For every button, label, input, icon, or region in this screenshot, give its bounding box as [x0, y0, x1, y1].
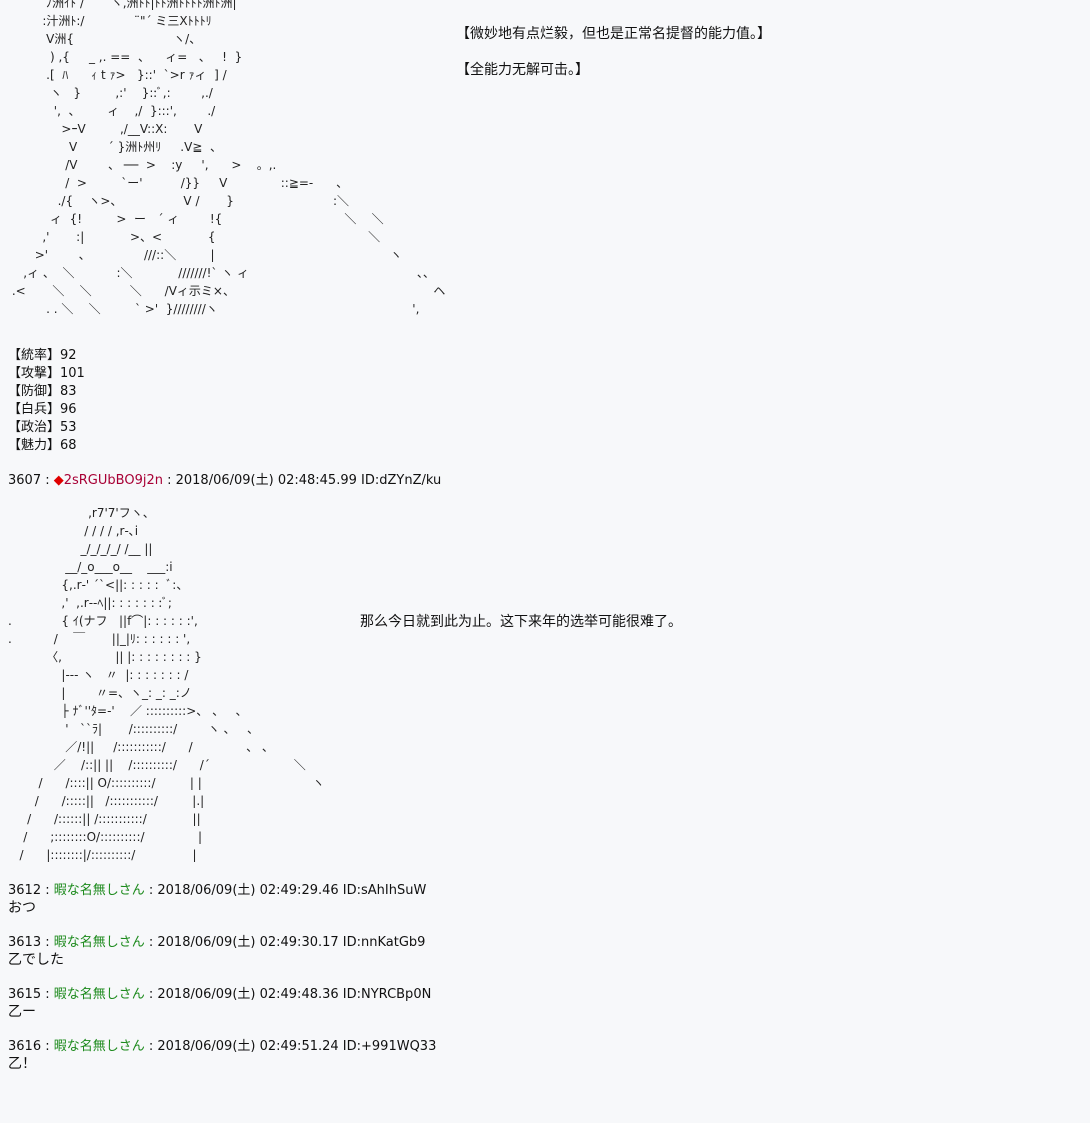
ascii-art-1-line: ヽ } ,:' }::ﾞ,: ,./ — [8, 86, 213, 100]
ascii-art-2-line: 〈, || |: : : : : : : : } — [8, 650, 202, 664]
post-meta: : 2018/06/09(土) 02:49:30.17 ID:nnKatGb9 — [144, 935, 426, 950]
ascii-art-1-line: :汁洲ﾄ:/ ¨"´ ミ三Ⅹﾄﾄﾄﾘ — [8, 14, 212, 28]
stat-row-charisma: 【魅力】68 — [8, 437, 85, 455]
ascii-art-character-1: ﾉ洲ｲﾄ / ヽ,洲ﾄﾄ|ﾄﾄ洲ﾄﾄﾄﾄ洲ﾄ洲| :汁洲ﾄ:/ ¨"´ ミ三Ⅹﾄ… — [8, 0, 446, 318]
stat-value: 96 — [60, 402, 77, 417]
post-number[interactable]: 3615 : — [8, 987, 54, 1002]
ascii-art-1-line: .[ ﾊ ｨ t ｧ> }::' `>r ｧィ ] / — [8, 68, 227, 82]
poster-name: 暇な名無しさん — [53, 1039, 145, 1054]
stat-value: 92 — [60, 348, 77, 363]
post-body-3616: 乙！ — [8, 1056, 36, 1072]
stat-label: 【政治】 — [8, 420, 61, 435]
ascii-art-2-line: . { ｲ(ナフ ||f⌒|: : : : : :', — [8, 614, 198, 628]
ascii-art-2-line: / |::::::::|/::::::::::/ | — [8, 848, 197, 862]
post-meta: : 2018/06/09(土) 02:49:48.36 ID:NYRCBp0N — [144, 987, 432, 1002]
ascii-art-character-2: ,r7'7'フヽ、 / / / / ,r‐､i _/_/_/_/ /__ || … — [8, 504, 324, 864]
post-meta: : 2018/06/09(土) 02:49:51.24 ID:+991WQ33 — [144, 1039, 437, 1054]
ascii-art-2-line: ,' ,.r‐‐ﾍ||: : : : : : :ﾞ; — [8, 596, 172, 610]
trip-diamond-icon: ◆ — [53, 473, 64, 488]
ascii-art-1-line: / > `ー' /}} V ::≧=- 、 — [8, 176, 349, 190]
ascii-art-1-line: ﾉ洲ｲﾄ / ヽ,洲ﾄﾄ|ﾄﾄ洲ﾄﾄﾄﾄ洲ﾄ洲| — [8, 0, 237, 10]
stat-label: 【魅力】 — [8, 438, 61, 453]
ascii-art-1-line: ィ {! > ー ´ ィ !{ ＼ ＼ — [8, 212, 384, 226]
post-header-3616: 3616 : 暇な名無しさん : 2018/06/09(土) 02:49:51.… — [8, 1038, 436, 1056]
narration-caption-1: 【微妙地有点烂毅，但也是正常名提督的能力值。】 — [456, 26, 771, 42]
stat-value: 68 — [60, 438, 77, 453]
ascii-art-2-line: _/_/_/_/ /__ || — [8, 542, 153, 556]
poster-name: 暇な名無しさん — [53, 987, 145, 1002]
ascii-art-2-line: ／/!|| /:::::::::::/ / 、 、 — [8, 740, 274, 754]
ascii-art-1-line: .< ＼ ＼ ＼ /Vィ示ミ×、 ヘ — [8, 284, 446, 298]
poster-name: 暇な名無しさん — [53, 883, 145, 898]
ascii-art-2-line: {,.r‐' ´`<||: : : : : ﾞ:、 — [8, 578, 189, 592]
post-number[interactable]: 3613 : — [8, 935, 54, 950]
ascii-art-1-line: ,' :| >、< { ＼ — [8, 230, 381, 244]
ascii-art-2-line: / / / / ,r‐､i — [8, 524, 139, 538]
stat-label: 【統率】 — [8, 348, 61, 363]
stat-label: 【防御】 — [8, 384, 61, 399]
ascii-art-1-line: >' 、 ///::＼ | ヽ — [8, 248, 403, 262]
post-header-3615: 3615 : 暇な名無しさん : 2018/06/09(土) 02:49:48.… — [8, 986, 431, 1004]
ascii-art-1-line: ,ィ 、 ＼ :＼ ///////!` ヽ ィ 、、 — [8, 266, 435, 280]
stat-row-defense: 【防御】83 — [8, 383, 85, 401]
post-header-3607: 3607 : ◆2sRGUbBO9j2n : 2018/06/09(土) 02:… — [8, 472, 441, 490]
ascii-art-1-line: V洲{ ヽ/、 — [8, 32, 202, 46]
post-body-3612: おつ — [8, 900, 36, 916]
post-number[interactable]: 3607 : — [8, 473, 54, 488]
stat-label: 【攻撃】 — [8, 366, 61, 381]
post-meta: : 2018/06/09(土) 02:49:29.46 ID:sAhIhSuW — [144, 883, 427, 898]
ascii-art-2-line: ' ``ﾗ| /::::::::::/ ヽ 、 、 — [8, 722, 259, 736]
post-header-3612: 3612 : 暇な名無しさん : 2018/06/09(土) 02:49:29.… — [8, 882, 426, 900]
ascii-art-2-line: / /::::|| O/::::::::::/ | | ヽ — [8, 776, 325, 790]
post-body-3613: 乙でした — [8, 952, 64, 968]
post-header-3613: 3613 : 暇な名無しさん : 2018/06/09(土) 02:49:30.… — [8, 934, 425, 952]
ascii-art-2-line: . / ￣ ||_|ﾘ: : : : : : ', — [8, 632, 191, 646]
post-meta: : 2018/06/09(土) 02:48:45.99 ID:dZYnZ/ku — [162, 473, 442, 488]
ascii-art-2-line: / /::::::|| /:::::::::::/ || — [8, 812, 201, 826]
ascii-art-1-line: ./{ ヽ>、 V / } :＼ — [8, 194, 350, 208]
stat-row-melee: 【白兵】96 — [8, 401, 85, 419]
stat-value: 53 — [60, 420, 77, 435]
ascii-art-1-line: . . ＼ ＼ ` >' }////////ヽ ', — [8, 302, 420, 316]
ascii-art-2-line: ／ /::|| || /::::::::::/ /´ ＼ — [8, 758, 306, 772]
ascii-art-1-line: /V 、 ── > :y ', > 。,. — [8, 158, 277, 172]
stat-value: 83 — [60, 384, 77, 399]
ascii-art-1-line: V ´ }洲ﾄ州ﾘ .V≧ 、 — [8, 140, 222, 154]
narration-caption-2: 【全能力无解可击。】 — [456, 62, 589, 78]
ascii-art-1-line: ', 、 ィ ,/ }:::', ./ — [8, 104, 216, 118]
stat-row-attack: 【攻撃】101 — [8, 365, 85, 383]
ascii-art-2-line: | 〃=、ヽ_: _: _:ノ — [8, 686, 192, 700]
poster-name: 暇な名無しさん — [53, 935, 145, 950]
ascii-art-2-line: ├ ﾅﾞ''ﾀ=‐' ／ ::::::::::>、 、 、 — [8, 704, 248, 718]
stats-list: 【統率】92 【攻撃】101 【防御】83 【白兵】96 【政治】53 【魅力】… — [8, 347, 85, 455]
post-number[interactable]: 3612 : — [8, 883, 54, 898]
ascii-art-2-line: __/_o___o__ ___:i — [8, 560, 173, 574]
stat-row-leadership: 【統率】92 — [8, 347, 85, 365]
stat-row-politics: 【政治】53 — [8, 419, 85, 437]
narration-caption-3: 那么今日就到此为止。这下来年的选举可能很难了。 — [360, 614, 682, 630]
stat-value: 101 — [60, 366, 85, 381]
ascii-art-1-line: ) ,{ _ ,. == 、 ィ= 、 ! } — [8, 50, 243, 64]
ascii-art-2-line: |‐‐‐ ヽ 〃 |: : : : : : : / — [8, 668, 189, 682]
poster-trip-name[interactable]: 2sRGUbBO9j2n — [63, 473, 163, 488]
post-number[interactable]: 3616 : — [8, 1039, 54, 1054]
stat-label: 【白兵】 — [8, 402, 61, 417]
ascii-art-2-line: ,r7'7'フヽ、 — [8, 506, 155, 520]
post-body-3615: 乙ー — [8, 1004, 36, 1020]
ascii-art-2-line: / ;::::::::O/::::::::::/ | — [8, 830, 202, 844]
ascii-art-2-line: / /:::::|| /:::::::::::/ |.| — [8, 794, 205, 808]
ascii-art-1-line: >ｰV ,/__V::X: V — [8, 122, 203, 136]
